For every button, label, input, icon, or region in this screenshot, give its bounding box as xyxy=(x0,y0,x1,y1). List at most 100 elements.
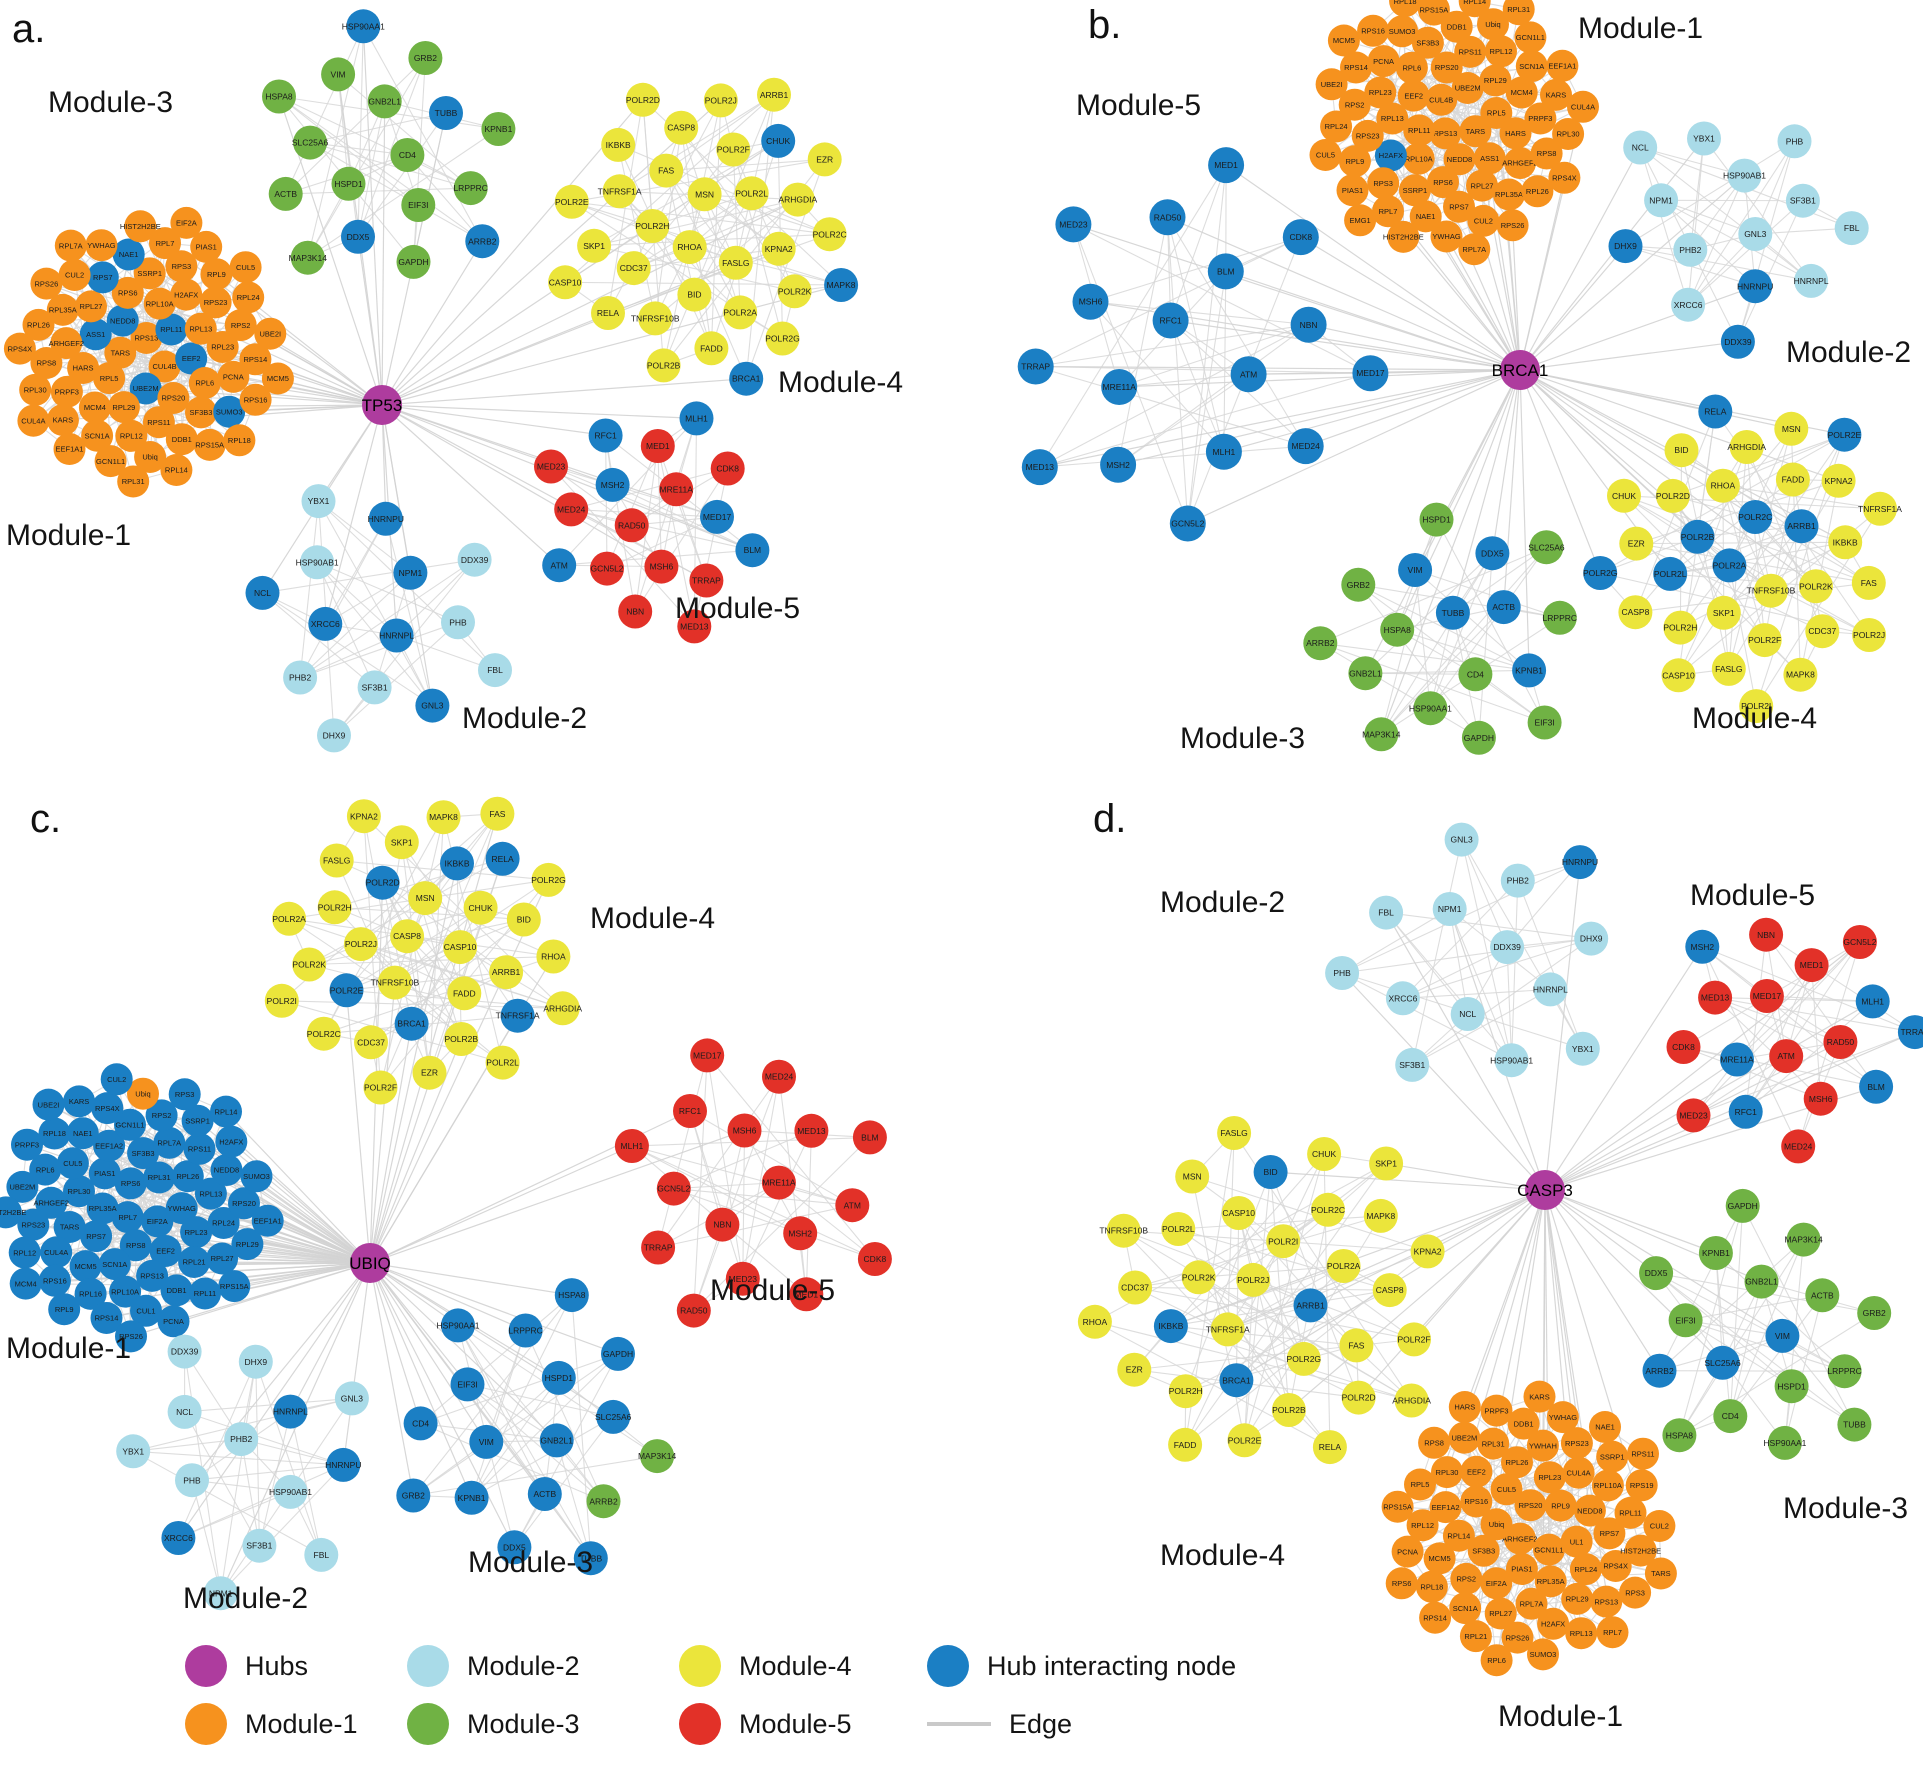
node-EIF2A: EIF2A xyxy=(1480,1567,1513,1600)
node-label: MED24 xyxy=(765,1072,794,1082)
node-CUL2: CUL2 xyxy=(100,1063,133,1096)
node-circle xyxy=(1494,1043,1529,1078)
node-circle xyxy=(224,1422,259,1457)
node-circle xyxy=(625,82,660,117)
node-RHOA: RHOA xyxy=(1077,1304,1112,1339)
node-NCL: NCL xyxy=(1450,997,1485,1031)
edge xyxy=(1746,446,1766,641)
node-RPS4X: RPS4X xyxy=(1599,1550,1632,1582)
node-label: RPL24 xyxy=(1325,122,1348,131)
node-label: SCN1A xyxy=(85,431,110,440)
node-RPS2: RPS2 xyxy=(224,309,257,342)
node-circle xyxy=(640,429,675,463)
node-circle xyxy=(115,419,148,452)
node-FADD: FADD xyxy=(447,976,482,1011)
node-POLR2E: POLR2E xyxy=(1827,417,1862,452)
node-SUMO3: SUMO3 xyxy=(1386,15,1419,48)
hub-edge xyxy=(381,99,644,406)
node-label: NAE1 xyxy=(1416,212,1436,221)
node-RPL29: RPL29 xyxy=(107,391,140,424)
node-circle xyxy=(1395,51,1428,84)
node-circle xyxy=(1380,612,1415,647)
node-RPL26: RPL26 xyxy=(1501,1446,1533,1479)
node-IKBKB: IKBKB xyxy=(601,127,636,162)
edge xyxy=(362,26,483,242)
node-MSN: MSN xyxy=(1175,1159,1210,1194)
hub-edge xyxy=(1519,369,1817,587)
node-circle xyxy=(1169,505,1206,542)
panel-letter-c: c. xyxy=(30,797,61,841)
node-circle xyxy=(223,424,256,457)
hub-edge xyxy=(381,404,707,582)
node-circle xyxy=(78,391,111,424)
hub-edge xyxy=(1519,369,1601,574)
node-RPL23: RPL23 xyxy=(206,331,239,363)
hub-edge xyxy=(1170,319,1521,371)
hub-edge xyxy=(1512,225,1521,371)
node-circle xyxy=(480,796,515,831)
node-circle xyxy=(63,1175,95,1208)
node-label: POLR2E xyxy=(555,197,589,207)
node-circle xyxy=(1161,1212,1196,1246)
node-circle xyxy=(66,1117,99,1150)
node-circle xyxy=(1769,1039,1804,1074)
node-label: POLR2C xyxy=(1311,1205,1345,1215)
node-label: MED24 xyxy=(1292,441,1321,451)
node-RPS7: RPS7 xyxy=(1593,1517,1626,1550)
edge xyxy=(240,1439,260,1546)
node-XRCC6: XRCC6 xyxy=(1671,287,1706,322)
node-circle xyxy=(1443,190,1475,223)
edge xyxy=(1341,972,1512,1061)
node-label: FASLG xyxy=(722,258,749,268)
node-PHB2: PHB2 xyxy=(1673,232,1708,267)
node-circle xyxy=(807,142,842,177)
hub-edge xyxy=(381,199,799,406)
hub-edge xyxy=(1519,147,1641,371)
node-RPL14: RPL14 xyxy=(210,1095,242,1128)
node-label: CD4 xyxy=(1722,1411,1739,1421)
node-label: MSN xyxy=(416,893,435,903)
edge xyxy=(571,201,690,248)
node-circle xyxy=(1325,956,1360,990)
node-circle xyxy=(762,1059,796,1094)
node-CDC37: CDC37 xyxy=(616,251,651,286)
node-MCM5: MCM5 xyxy=(1327,24,1360,57)
node-circle xyxy=(334,1381,369,1416)
node-PHB2: PHB2 xyxy=(1500,863,1535,898)
edge xyxy=(631,1145,853,1206)
node-label: ACTB xyxy=(533,1489,556,1499)
node-label: UBE2M xyxy=(1455,84,1481,93)
node-MED24: MED24 xyxy=(1287,428,1324,465)
node-label: MED17 xyxy=(1753,991,1782,1001)
node-MED1: MED1 xyxy=(789,1277,824,1312)
node-circle xyxy=(365,865,400,900)
edge xyxy=(1728,480,1840,670)
node-label: BLM xyxy=(1867,1082,1884,1092)
node-DDX5: DDX5 xyxy=(497,1530,532,1565)
node-label: NAE1 xyxy=(1595,1423,1615,1432)
node-TNFRSF1A: TNFRSF1A xyxy=(598,174,642,209)
hub-edge xyxy=(1544,1000,1873,1191)
node-label: RPL31 xyxy=(1482,1439,1505,1448)
node-RPL18: RPL18 xyxy=(1415,1570,1448,1603)
node-label: RPS20 xyxy=(162,394,186,403)
node-label: RPL21 xyxy=(183,1258,206,1267)
edge xyxy=(316,561,397,636)
node-NAE1: NAE1 xyxy=(1589,1411,1621,1443)
node-SF3B3: SF3B3 xyxy=(1467,1534,1500,1567)
edge xyxy=(732,149,741,313)
node-label: RPL27 xyxy=(1471,181,1494,190)
node-label: IKBKB xyxy=(1833,537,1858,547)
edge xyxy=(406,154,483,242)
hub-edge xyxy=(324,404,383,625)
node-SF3B1: SF3B1 xyxy=(1785,183,1820,218)
node-circle xyxy=(1309,139,1342,171)
node-label: PHB2 xyxy=(1507,876,1529,886)
node-RPS20: RPS20 xyxy=(1514,1489,1547,1522)
node-POLR2D: POLR2D xyxy=(1342,1380,1376,1415)
node-RPL13: RPL13 xyxy=(184,312,217,345)
node-RPS8: RPS8 xyxy=(119,1229,152,1262)
node-DHX9: DHX9 xyxy=(238,1344,273,1379)
node-CASP8: CASP8 xyxy=(390,919,425,954)
node-circle xyxy=(1430,51,1463,84)
